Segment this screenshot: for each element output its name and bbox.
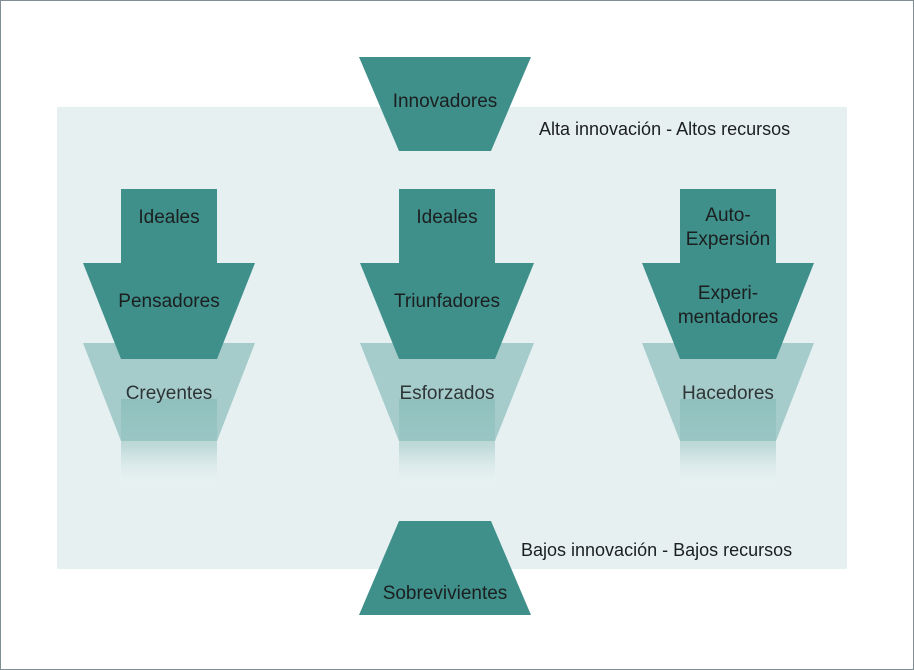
column-1-high-label: Pensadores (118, 291, 220, 312)
column-2-high-label: Triunfadores (394, 291, 500, 312)
column-3-lower-faded-trapezoid (642, 343, 814, 441)
column-2-high-trapezoid (360, 263, 534, 359)
column-1-high-trapezoid (83, 263, 255, 359)
column-3-shapes (642, 189, 814, 485)
column-3-low-label: Hacedores (682, 383, 774, 404)
column-2-shapes (360, 189, 534, 485)
column-1-shapes (83, 189, 255, 485)
column-3-motivation-box (680, 189, 776, 269)
column-1-lower-faded-trapezoid (83, 343, 255, 441)
column-3-motivation-label-line-2: Expersión (685, 229, 771, 250)
innovadores-label: Innovadores (392, 91, 498, 112)
column-3-high-label-line-1: Experi- (697, 283, 759, 304)
column-3-high-label-line-2: mentadores (677, 307, 779, 328)
column-2-motivation-box (399, 189, 495, 269)
column-2-motivation-label: Ideales (416, 207, 478, 228)
column-3-high-trapezoid (642, 263, 814, 359)
low-resources-label: Bajos innovación - Bajos recursos (521, 540, 793, 560)
column-3-motivation-label-line-1: Auto- (705, 205, 751, 226)
column-2-low-label: Esforzados (399, 383, 495, 404)
high-resources-label: Alta innovación - Altos recursos (539, 119, 791, 139)
column-1-motivation-box (121, 189, 217, 269)
sobrevivientes-label: Sobrevivientes (382, 583, 508, 604)
column-1-low-label: Creyentes (125, 383, 213, 404)
column-2-lower-faded-trapezoid (360, 343, 534, 441)
innovadores-shape (359, 57, 531, 151)
sobrevivientes-shape (359, 521, 531, 615)
column-1-motivation-label: Ideales (138, 207, 200, 228)
